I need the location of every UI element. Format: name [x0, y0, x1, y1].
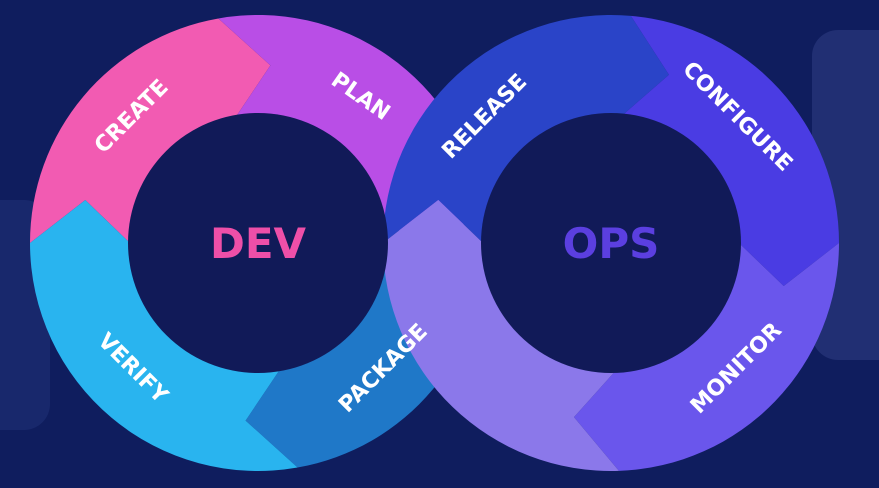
dev-center-disc — [128, 113, 388, 373]
ops-segment-blank — [382, 199, 619, 472]
dev-segment-create — [30, 18, 271, 243]
ops-segment-monitor — [573, 243, 839, 471]
dev-segment-verify — [30, 199, 298, 471]
ops-center-disc — [481, 113, 741, 373]
ops-segment-release — [383, 14, 669, 243]
ops-label: OPS — [563, 219, 660, 268]
dev-label: DEV — [210, 219, 307, 268]
ops-segment-configure — [622, 15, 839, 287]
